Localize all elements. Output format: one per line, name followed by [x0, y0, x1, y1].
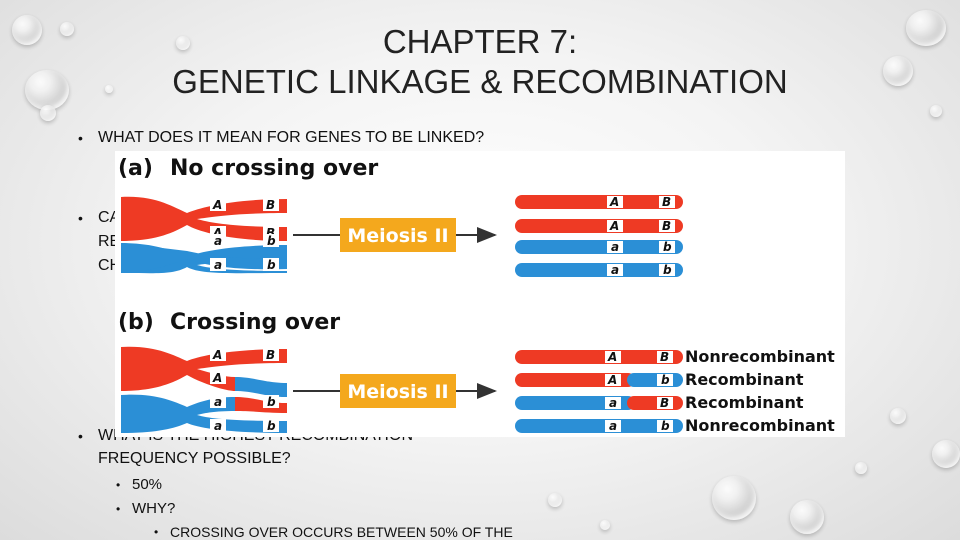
water-droplet-icon	[105, 85, 113, 93]
water-droplet-icon	[712, 476, 756, 520]
sub-bullet-why: • WHY?	[116, 499, 176, 519]
sub-bullet-text: WHY?	[132, 500, 176, 517]
panel-b-title: Crossing over	[170, 310, 340, 335]
bullet-dot-icon: •	[116, 502, 121, 516]
allele-label: b	[661, 373, 670, 387]
sub-sub-bullet: • CROSSING OVER OCCURS BETWEEN 50% OF TH…	[154, 522, 513, 540]
panel-a-title: No crossing over	[170, 156, 378, 181]
bullet-dot-icon: •	[78, 428, 83, 444]
panel-b-letter: (b)	[118, 310, 154, 335]
panel-a-chromosome-pair	[121, 196, 287, 274]
allele-label: A	[607, 350, 617, 364]
water-droplet-icon	[906, 10, 946, 46]
allele-label: b	[267, 234, 276, 248]
allele-label: a	[214, 395, 222, 409]
water-droplet-icon	[890, 408, 906, 424]
allele-label: b	[267, 258, 276, 272]
allele-label: A	[609, 195, 619, 209]
bullet-text: WHAT DOES IT MEAN FOR GENES TO BE LINKED…	[98, 129, 485, 146]
sub-sub-bullet-text: CROSSING OVER OCCURS BETWEEN 50% OF THE	[170, 524, 513, 540]
allele-label: b	[663, 263, 672, 277]
allele-label: A	[607, 373, 617, 387]
bullet-dot-icon: •	[154, 525, 159, 539]
allele-label: a	[214, 234, 222, 248]
meiosis-label-a: Meiosis II	[347, 225, 448, 247]
outcome-label: Nonrecombinant	[685, 347, 835, 366]
outcome-label: Recombinant	[685, 370, 804, 389]
allele-label: A	[212, 371, 222, 385]
bullet-text-line-2: FREQUENCY POSSIBLE?	[98, 450, 291, 467]
panel-a-allele-labels: A B A B a b a b	[210, 198, 279, 272]
water-droplet-icon	[176, 36, 190, 50]
panel-a-letter: (a)	[118, 156, 153, 181]
bullet-dot-icon: •	[78, 210, 83, 226]
water-droplet-icon	[932, 440, 960, 468]
allele-label: b	[663, 240, 672, 254]
allele-label: B	[266, 226, 275, 240]
allele-label: a	[609, 419, 617, 433]
allele-label: a	[609, 396, 617, 410]
bullet-linked-genes: • WHAT DOES IT MEAN FOR GENES TO BE LINK…	[78, 128, 485, 148]
allele-label: B	[662, 195, 671, 209]
title-line-1: CHAPTER 7:	[382, 23, 578, 60]
bullet-partial-line-2: RE	[98, 233, 121, 250]
allele-label: A	[212, 348, 222, 362]
panel-b-chromosome-pair	[121, 346, 287, 433]
water-droplet-icon	[548, 493, 562, 507]
outcome-label: Recombinant	[685, 393, 804, 412]
allele-label: b	[267, 395, 276, 409]
allele-label: b	[267, 419, 276, 433]
panel-b-allele-labels: A B A a b a b	[210, 348, 279, 433]
water-droplet-icon	[40, 105, 56, 121]
bullet-dot-icon: •	[116, 478, 121, 492]
water-droplet-icon	[855, 462, 867, 474]
title-line-2: GENETIC LINKAGE & RECOMBINATION	[172, 63, 788, 100]
allele-label: B	[660, 350, 669, 364]
allele-label: B	[266, 348, 275, 362]
allele-label: A	[212, 226, 222, 240]
bullet-dot-icon: •	[78, 130, 83, 146]
water-droplet-icon	[883, 56, 913, 86]
allele-label: a	[611, 263, 619, 277]
allele-label: B	[660, 396, 669, 410]
sub-bullet-50-percent: • 50%	[116, 475, 163, 495]
water-droplet-icon	[60, 22, 74, 36]
panel-a-resulting-chromatids: A B A B a b a b	[515, 195, 683, 277]
allele-label: a	[214, 258, 222, 272]
water-droplet-icon	[790, 500, 824, 534]
panel-b-resulting-chromatids: A B A b a B a b	[515, 350, 683, 433]
slide-title: CHAPTER 7: GENETIC LINKAGE & RECOMBINATI…	[0, 22, 960, 102]
water-droplet-icon	[25, 70, 69, 110]
water-droplet-icon	[600, 520, 610, 530]
allele-label: A	[212, 198, 222, 212]
allele-label: B	[662, 219, 671, 233]
allele-label: b	[661, 419, 670, 433]
meiosis-label-box	[340, 218, 456, 252]
water-droplet-icon	[930, 105, 942, 117]
allele-label: B	[266, 198, 275, 212]
water-droplet-icon	[12, 15, 42, 45]
outcome-label: Nonrecombinant	[685, 416, 835, 435]
meiosis-label-b: Meiosis II	[347, 381, 448, 403]
crossing-over-figure: (a) No crossing over A B A B a b a b	[115, 151, 845, 437]
allele-label: a	[611, 240, 619, 254]
bullet-partial-line-1: CA	[98, 209, 121, 226]
figure-svg: (a) No crossing over A B A B a b a b	[118, 156, 835, 435]
sub-bullet-text: 50%	[132, 476, 163, 493]
allele-label: A	[609, 219, 619, 233]
meiosis-label-box	[340, 374, 456, 408]
allele-label: a	[214, 419, 222, 433]
